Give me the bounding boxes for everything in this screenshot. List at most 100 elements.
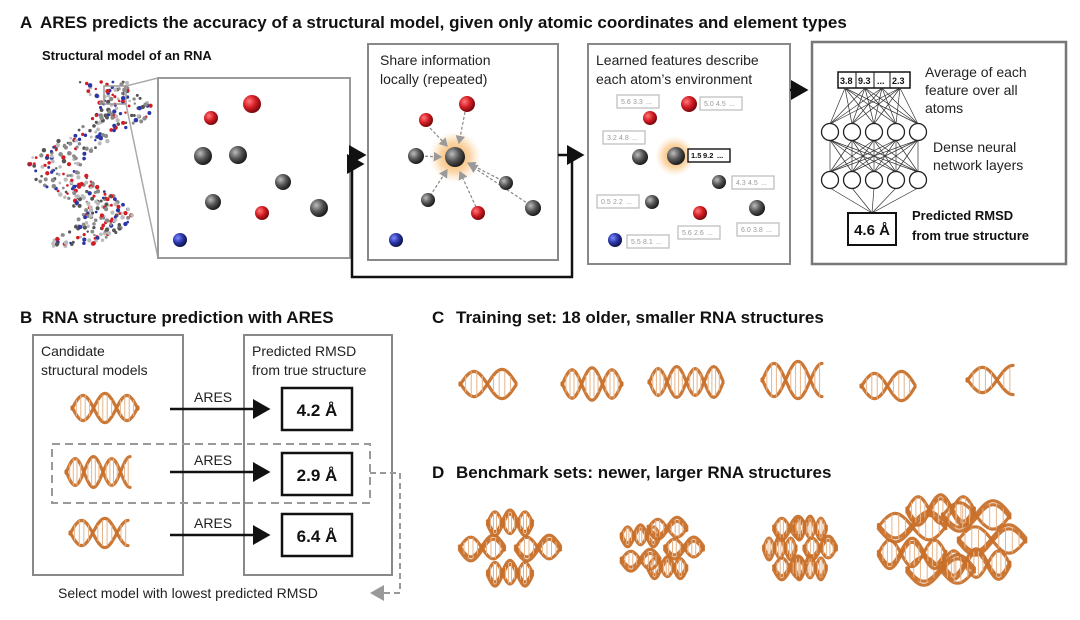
benchmark-helix <box>485 508 535 538</box>
carbon-atom <box>275 174 291 190</box>
rna-atom <box>106 94 111 98</box>
rna-backbone <box>792 514 828 538</box>
panel-d: D Benchmark sets: newer, larger RNA stru… <box>432 463 1028 588</box>
rna-atom <box>112 123 117 128</box>
predicted-rmsd-line2: from true structure <box>912 228 1029 243</box>
network-edge <box>829 87 846 125</box>
rna-atom <box>104 227 110 232</box>
rna-backbone <box>940 551 1012 581</box>
benchmark-helix <box>940 499 1012 533</box>
rna-atom <box>66 174 70 178</box>
network-edge <box>851 187 873 214</box>
avg-feature-value: ... <box>877 76 885 86</box>
rna-atom <box>106 99 111 104</box>
feature-vector-text: 5.0 <box>704 101 714 108</box>
rna-backbone <box>859 371 917 403</box>
feature-vector: 5.5 8.1 ... <box>626 234 670 249</box>
benchmark-helix <box>513 533 563 563</box>
rna-atom <box>76 184 82 189</box>
rna-atom <box>86 211 90 215</box>
oxygen-atom <box>471 206 485 220</box>
rna-atom <box>82 233 86 237</box>
benchmark-structures <box>457 493 1028 588</box>
rna-atom <box>99 213 104 218</box>
rna-atom <box>114 106 119 110</box>
avg-feature-line3: atoms <box>925 100 963 116</box>
selection-arrow <box>370 472 401 601</box>
benchmark-helix <box>792 514 828 542</box>
average-feature-vector: 3.8 9.3 ... 2.3 <box>837 71 911 89</box>
rna-atom <box>56 189 60 193</box>
rna-atom <box>131 121 135 125</box>
rna-atom <box>89 135 93 139</box>
rna-atom <box>110 115 115 120</box>
feature-vector-text: 3.8 <box>753 227 763 234</box>
panel-b-title: RNA structure prediction with ARES <box>42 308 334 327</box>
rna-atom <box>81 195 86 200</box>
benchmark-helix <box>646 555 689 581</box>
selected-model-highlight <box>51 443 371 504</box>
network-node <box>886 122 906 142</box>
training-structure <box>965 363 1015 397</box>
rna-atom <box>58 165 62 169</box>
dense-layers-line2: network layers <box>933 157 1023 173</box>
rna-atom <box>61 158 67 164</box>
panel-b: B RNA structure prediction with ARES Can… <box>20 308 401 601</box>
candidate-model-3 <box>68 516 130 550</box>
carbon-atom <box>194 147 212 165</box>
oxygen-atom <box>693 206 707 220</box>
rna-backbone <box>905 495 976 525</box>
rna-atom <box>92 194 96 198</box>
rna-backbone <box>458 369 518 401</box>
rna-atom <box>126 86 130 90</box>
rna-atom <box>133 117 139 123</box>
avg-feature-line1: Average of each <box>925 64 1027 80</box>
network-edge <box>873 87 901 125</box>
network-edge <box>844 87 853 125</box>
network-edge <box>844 87 919 125</box>
rna-atom <box>77 137 82 142</box>
rna-atom <box>86 201 91 206</box>
rna-atom <box>40 174 43 178</box>
rna-atom <box>104 202 109 207</box>
panel-c-letter: C <box>432 308 444 327</box>
rna-atom <box>75 145 79 149</box>
rna-backbone <box>646 559 689 581</box>
rna-atom <box>92 222 96 226</box>
rna-atom <box>61 155 66 160</box>
rna-atom <box>61 186 65 190</box>
rna-atom <box>126 89 130 92</box>
candidate-model-1 <box>70 391 140 425</box>
rna-atom <box>94 93 100 99</box>
rna-atom <box>132 114 136 117</box>
network-edge <box>829 87 901 125</box>
nitrogen-atom <box>608 233 622 247</box>
rna-backbone <box>940 549 1012 579</box>
avg-feature-value: 3.8 <box>840 76 853 86</box>
benchmark-helix <box>876 536 948 571</box>
network-edge <box>851 87 883 125</box>
training-structure <box>859 369 917 403</box>
rna-atom <box>56 138 61 144</box>
rna-atom <box>76 217 81 222</box>
rna-atom <box>109 128 114 132</box>
feature-vector: 5.6 3.3 ... <box>616 94 660 109</box>
rna-backbone <box>485 510 535 536</box>
message-arrow <box>429 127 448 147</box>
feature-vector: 3.2 4.8 ... <box>602 130 646 145</box>
rna-atom <box>99 232 103 237</box>
network-edge <box>899 87 919 125</box>
rna-atom <box>78 162 83 167</box>
rna-atom <box>109 219 113 223</box>
rna-atom <box>110 217 114 221</box>
rna-atom <box>135 93 139 97</box>
rna-backbone <box>772 558 808 582</box>
rna-atom <box>93 233 96 237</box>
rna-atom <box>112 128 116 133</box>
rna-atom <box>111 93 114 97</box>
rna-atom <box>55 172 59 176</box>
rna-atom <box>83 215 88 220</box>
rna-atom <box>98 105 103 110</box>
rna-backbone <box>485 562 535 588</box>
